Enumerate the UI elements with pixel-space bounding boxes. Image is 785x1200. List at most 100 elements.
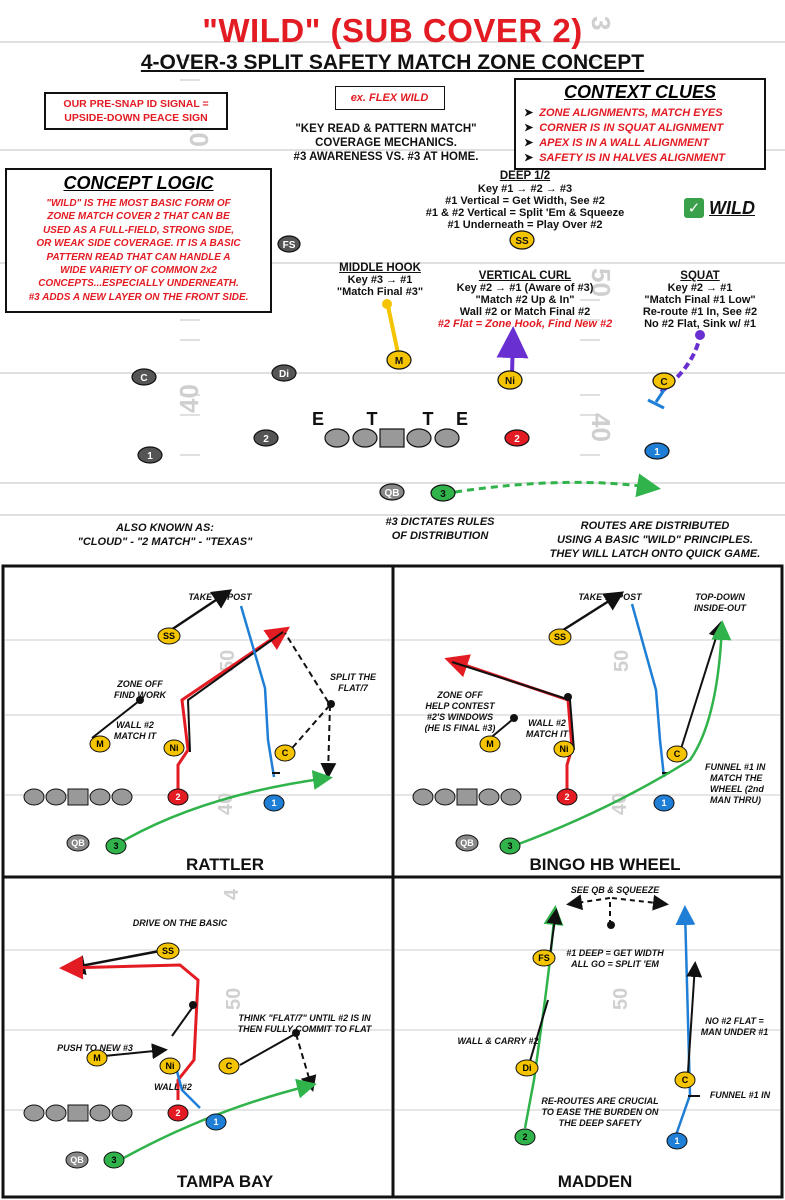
tampa-push: PUSH TO NEW #3 <box>57 1043 133 1053</box>
rattler-split-1: SPLIT THE <box>329 672 376 682</box>
rattler-r3: 3 <box>105 837 127 855</box>
rattler-zone-off-1: ZONE OFF <box>117 679 163 689</box>
rattler-offensive-line <box>23 788 133 806</box>
rattler-ni: Ni <box>163 739 185 757</box>
madden-wall-carry: WALL & CARRY #2 <box>457 1036 539 1046</box>
svg-text:2: 2 <box>514 434 520 445</box>
svg-text:3: 3 <box>440 489 446 500</box>
key-read-line-1: "KEY READ & PATTERN MATCH" <box>295 123 477 135</box>
aka-line-2: "CLOUD" - "2 MATCH" - "TEXAS" <box>77 536 253 548</box>
rattler-m: M <box>89 735 111 753</box>
receiver-3-green: 3 <box>430 484 456 502</box>
receiver-2-red: 2 <box>504 429 530 447</box>
context-clue-item: ➤SAFETY IS IN HALVES ALIGNMENT <box>524 152 726 164</box>
player-di: Di <box>271 364 297 382</box>
svg-text:1: 1 <box>674 1136 679 1146</box>
panel-label-madden: MADDEN <box>557 1172 633 1191</box>
madden-routes <box>523 894 703 1136</box>
bingo-offensive-line <box>412 788 522 806</box>
middle-hook-line-1: Key #3 → #1 <box>347 274 413 286</box>
rattler-zone-off-2: FIND WORK <box>114 690 166 700</box>
svg-text:1: 1 <box>654 447 660 458</box>
concept-logic-body: "WILD" IS THE MOST BASIC FORM OF ZONE MA… <box>28 198 249 303</box>
vertical-curl-title: VERTICAL CURL <box>478 270 572 282</box>
bingo-zone-off-2: HELP CONTEST <box>425 701 495 711</box>
madden-funnel: FUNNEL #1 IN <box>709 1090 771 1100</box>
svg-text:SS: SS <box>162 946 174 956</box>
line-label-t: T <box>367 409 378 429</box>
madden-no-flat-1: NO #2 FLAT = <box>705 1016 764 1026</box>
bingo-funnel-2: MATCH THE <box>710 773 763 783</box>
rattler-split-2: FLAT/7 <box>338 683 368 693</box>
squat-line-4: No #2 Flat, Sink w/ #1 <box>644 318 756 330</box>
svg-text:C: C <box>674 749 681 759</box>
line-label-e: E <box>312 409 324 429</box>
middle-hook-title: MIDDLE HOOK <box>339 262 421 274</box>
context-clues-list: ➤ZONE ALIGNMENTS, MATCH EYES ➤CORNER IS … <box>524 106 764 166</box>
squat-title: SQUAT <box>680 270 720 282</box>
player-ni: Ni <box>497 370 523 390</box>
routes-note-line-3: THEY WILL LATCH ONTO QUICK GAME. <box>549 548 761 560</box>
svg-text:C: C <box>660 377 667 388</box>
svg-text:Ni: Ni <box>505 376 515 387</box>
deep-half-line-4: #1 Underneath = Play Over #2 <box>447 219 603 231</box>
rattler-wall-1: WALL #2 <box>116 720 154 730</box>
receiver-2-left: 2 <box>253 429 279 447</box>
flex-text: ex. FLEX WILD <box>350 92 429 104</box>
middle-hook-line-2: "Match Final #3" <box>336 286 424 298</box>
tampa-wall: WALL #2 <box>154 1082 192 1092</box>
bingo-m: M <box>479 735 501 753</box>
vertical-curl-line-2: "Match #2 Up & In" <box>475 294 575 306</box>
squat-line-3: Re-route #1 In, See #2 <box>642 306 758 318</box>
svg-text:1: 1 <box>147 451 153 462</box>
offensive-line <box>324 428 460 448</box>
distribution-line-2: OF DISTRIBUTION <box>391 530 489 542</box>
top-routes <box>382 299 705 498</box>
svg-text:SS: SS <box>515 236 529 247</box>
madden-r2: 2 <box>514 1128 536 1146</box>
bingo-field-40: 40 <box>609 793 631 815</box>
rattler-take-post: TAKE #1 POST <box>188 592 252 602</box>
signal-line-1: OUR PRE-SNAP ID SIGNAL = <box>63 98 209 110</box>
vertical-curl-red-line: #2 Flat = Zone Hook, Find New #2 <box>437 318 613 330</box>
madden-reroutes-1: RE-ROUTES ARE CRUCIAL <box>541 1096 659 1106</box>
svg-text:QB: QB <box>70 1155 84 1165</box>
bingo-take-post: TAKE #1 POST <box>578 592 642 602</box>
svg-text:M: M <box>96 739 104 749</box>
field-number-lower-right: 40 <box>586 413 616 442</box>
key-read-line-3: #3 AWARENESS VS. #3 AT HOME. <box>293 151 479 163</box>
bingo-ni: Ni <box>553 740 575 758</box>
tampa-m: M <box>86 1049 108 1067</box>
context-clue-item: ➤CORNER IS IN SQUAT ALIGNMENT <box>524 122 724 134</box>
tampa-field-4: 4 <box>221 888 243 900</box>
line-label-t: T <box>423 409 434 429</box>
context-clues-box: CONTEXT CLUES ➤ZONE ALIGNMENTS, MATCH EY… <box>514 78 766 170</box>
svg-text:Ni: Ni <box>560 744 569 754</box>
svg-text:FS: FS <box>538 953 550 963</box>
tampa-drive: DRIVE ON THE BASIC <box>132 918 228 928</box>
madden-see-qb: SEE QB & SQUEEZE <box>570 885 660 895</box>
svg-text:3: 3 <box>113 841 118 851</box>
rattler-c: C <box>274 744 296 762</box>
svg-text:QB: QB <box>460 838 474 848</box>
svg-text:1: 1 <box>271 798 276 808</box>
deep-half-line-2: #1 Vertical = Get Width, See #2 <box>445 195 605 207</box>
svg-text:C: C <box>140 373 147 384</box>
tampa-r2: 2 <box>167 1104 189 1122</box>
bingo-r1: 1 <box>653 794 675 812</box>
svg-text:C: C <box>282 748 289 758</box>
deep-half-line-3: #1 & #2 Vertical = Split 'Em & Squeeze <box>425 207 625 219</box>
signal-line-2: UPSIDE-DOWN PEACE SIGN <box>64 112 208 124</box>
distribution-line-1: #3 DICTATES RULES <box>385 516 495 528</box>
tampa-r3: 3 <box>103 1151 125 1169</box>
bingo-zone-off-4: (HE IS FINAL #3) <box>424 723 496 733</box>
signal-box: OUR PRE-SNAP ID SIGNAL = UPSIDE-DOWN PEA… <box>44 92 228 130</box>
concept-logic-title: CONCEPT LOGIC <box>63 173 214 193</box>
subtitle: 4-OVER-3 SPLIT SAFETY MATCH ZONE CONCEPT <box>140 51 645 74</box>
panel-label-tampa: TAMPA BAY <box>176 1172 274 1191</box>
svg-text:M: M <box>395 356 403 367</box>
top-field-numbers: 3 10 50 40 40 <box>174 16 616 442</box>
vertical-curl-line-3: Wall #2 or Match Final #2 <box>459 306 591 318</box>
player-fs: FS <box>277 235 301 253</box>
svg-text:2: 2 <box>263 434 269 445</box>
